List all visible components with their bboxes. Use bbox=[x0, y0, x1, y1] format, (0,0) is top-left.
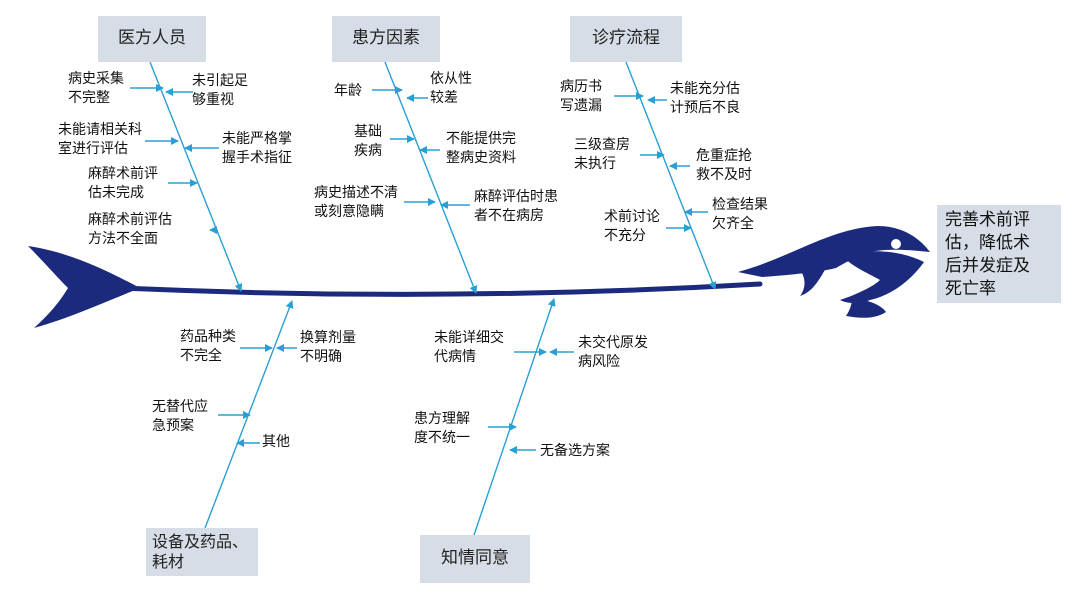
cause-label: 无替代应 急预案 bbox=[152, 399, 208, 434]
cause-label: 病历书 写遗漏 bbox=[560, 79, 602, 114]
category-box-consent: 知情同意 bbox=[420, 535, 530, 583]
cause-label: 未能充分估 计预后不良 bbox=[670, 81, 740, 116]
outcome-box: 完善术前评 估，降低术 后并发症及 死亡率 bbox=[937, 205, 1061, 303]
cause-label: 病史描述不清 或刻意隐瞒 bbox=[314, 185, 398, 220]
category-bone bbox=[473, 298, 556, 536]
cause-label: 麻醉术前评 估未完成 bbox=[88, 166, 158, 201]
category-bone bbox=[149, 61, 243, 292]
category-bone bbox=[384, 61, 478, 294]
cause-label: 三级查房 未执行 bbox=[574, 137, 630, 172]
cause-label: 未能严格掌 握手术指征 bbox=[222, 131, 292, 166]
fish-head bbox=[738, 226, 930, 318]
cause-label: 检查结果 欠齐全 bbox=[712, 197, 768, 232]
category-box-patient: 患方因素 bbox=[332, 16, 440, 62]
category-box-process: 诊疗流程 bbox=[570, 16, 682, 62]
cause-label: 未能详细交 代病情 bbox=[434, 330, 504, 365]
cause-label: 麻醉评估时患 者不在病房 bbox=[474, 189, 558, 224]
cause-label: 危重症抢 救不及时 bbox=[696, 148, 752, 183]
cause-label: 其他 bbox=[262, 434, 290, 450]
cause-label: 麻醉术前评估 方法不全面 bbox=[88, 212, 172, 247]
cause-label: 患方理解 度不统一 bbox=[414, 411, 470, 446]
cause-label: 基础 疾病 bbox=[354, 124, 382, 159]
cause-label: 无备选方案 bbox=[540, 443, 610, 459]
cause-label: 未引起足 够重视 bbox=[192, 73, 248, 108]
cause-label: 依从性 较差 bbox=[430, 71, 472, 106]
cause-label: 病史采集 不完整 bbox=[68, 71, 124, 106]
category-box-equipment: 设备及药品、 耗材 bbox=[146, 528, 258, 576]
cause-label: 不能提供完 整病史资料 bbox=[446, 131, 516, 166]
fish-tail bbox=[28, 246, 140, 328]
cause-label: 药品种类 不完全 bbox=[180, 329, 236, 364]
cause-label: 年龄 bbox=[334, 83, 362, 99]
cause-label: 未交代原发 病风险 bbox=[578, 335, 648, 370]
cause-label: 未能请相关科 室进行评估 bbox=[58, 122, 142, 157]
category-box-staff: 医方人员 bbox=[98, 16, 206, 62]
fish-spine bbox=[117, 281, 763, 297]
cause-label: 换算剂量 不明确 bbox=[300, 330, 356, 365]
cause-label: 术前讨论 不充分 bbox=[604, 209, 660, 244]
bones-layer bbox=[130, 61, 717, 536]
